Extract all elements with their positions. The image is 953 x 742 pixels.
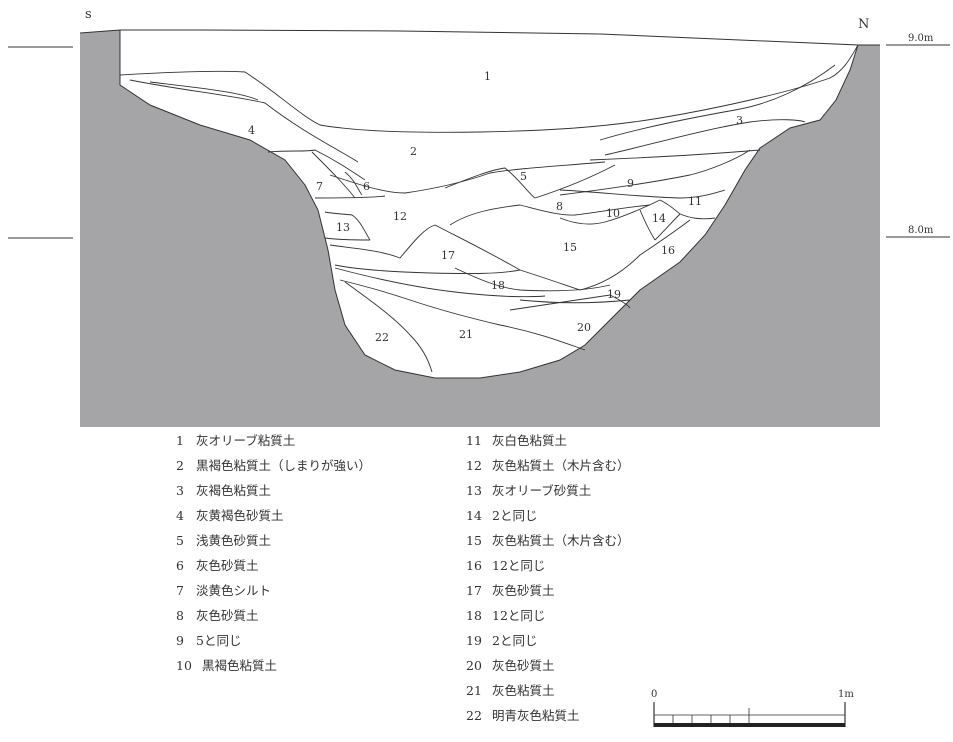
layer-label-16: 16 <box>661 244 675 257</box>
ground-surface-line <box>79 29 121 34</box>
boundary-17a <box>399 224 521 271</box>
natural-ground <box>80 30 880 427</box>
boundary-12a <box>324 211 371 241</box>
layer-label-10: 10 <box>606 207 620 220</box>
boundary-13 <box>324 237 371 241</box>
layer-labels: 1 2 3 4 5 6 7 8 9 10 11 12 13 14 15 16 1… <box>248 70 743 344</box>
scale-bar-thick <box>654 723 845 727</box>
scale-end-label: 1m <box>838 689 854 700</box>
boundary-20 <box>509 294 631 311</box>
layer-label-1: 1 <box>484 70 491 83</box>
pit-fill <box>119 29 859 379</box>
boundary-5b <box>534 164 616 199</box>
boundary-9b <box>559 189 726 199</box>
layer-label-18: 18 <box>491 279 505 292</box>
boundary-7 <box>314 195 386 199</box>
boundary-6a <box>311 151 356 199</box>
direction-north: N <box>858 17 869 32</box>
layer-label-21: 21 <box>459 328 473 341</box>
layer-label-3: 3 <box>736 114 743 127</box>
boundary-3a <box>599 64 836 141</box>
level-label-upper: 9.0m <box>908 33 934 44</box>
level-label-lower: 8.0m <box>908 225 934 236</box>
layer-label-5: 5 <box>520 170 527 183</box>
boundary-3b <box>604 119 806 156</box>
layer-label-22: 22 <box>375 331 389 344</box>
layer-label-20: 20 <box>577 321 591 334</box>
boundary-10b <box>639 209 656 241</box>
boundary-4a <box>129 79 359 163</box>
layer-label-12: 12 <box>393 210 407 223</box>
layer-label-6: 6 <box>363 180 370 193</box>
boundary-4c <box>267 149 366 181</box>
layer-boundaries <box>119 44 859 373</box>
boundary-19 <box>519 299 631 304</box>
boundary-6b <box>344 171 363 196</box>
layer-label-17: 17 <box>441 249 455 262</box>
boundary-15 <box>519 219 691 291</box>
boundary-8 <box>449 204 651 226</box>
boundary-18a <box>334 267 546 298</box>
boundary-5a <box>444 167 536 199</box>
layer-label-15: 15 <box>563 241 577 254</box>
boundary-17b <box>334 264 521 274</box>
layer-label-7: 7 <box>316 180 323 193</box>
boundary-16 <box>679 213 716 220</box>
layer-label-14: 14 <box>652 212 666 225</box>
boundary-18b <box>454 267 611 292</box>
boundary-12b <box>329 244 401 259</box>
boundary-4b <box>149 81 259 101</box>
boundary-10a <box>559 199 661 225</box>
boundary-22 <box>344 281 433 373</box>
layer-label-13: 13 <box>336 221 350 234</box>
layer-label-8: 8 <box>556 200 563 213</box>
layer-label-2: 2 <box>410 145 417 158</box>
direction-south: s <box>85 7 92 22</box>
scale-start-label: 0 <box>651 689 657 700</box>
boundary-21a <box>339 279 586 351</box>
boundary-3c <box>589 149 761 161</box>
boundary-9a <box>559 149 751 196</box>
layer-label-19: 19 <box>607 288 621 301</box>
layer-label-4: 4 <box>248 124 255 137</box>
layer-label-11: 11 <box>688 195 702 208</box>
layer-label-9: 9 <box>627 177 634 190</box>
scale-bar: 0 1m <box>651 689 854 727</box>
